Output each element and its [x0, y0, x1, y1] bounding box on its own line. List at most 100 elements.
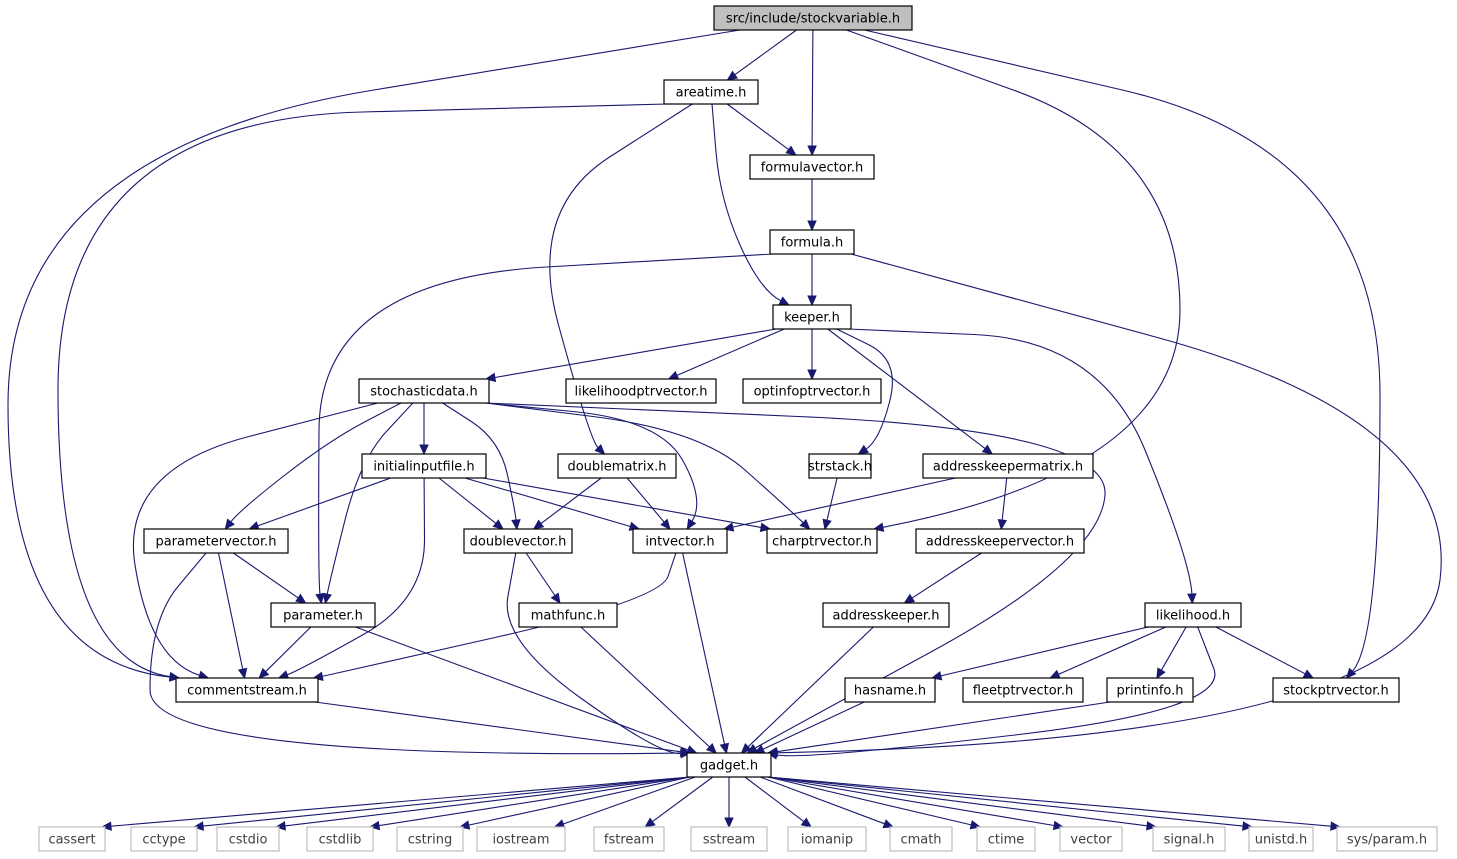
- node-gadget[interactable]: gadget.h: [686, 752, 772, 778]
- node-root: src/include/stockvariable.h: [713, 5, 913, 31]
- edge-gadget-to-cstdlib: [368, 776, 691, 831]
- node-optinfoptrvector[interactable]: optinfoptrvector.h: [742, 378, 882, 404]
- edge-parameter-to-commentstream: [258, 626, 312, 679]
- node-label-fstream: fstream: [604, 833, 654, 848]
- node-initialinputfile[interactable]: initialinputfile.h: [361, 453, 487, 479]
- edge-parametervector-to-gadget: [149, 552, 692, 758]
- node-label-formulavector: formulavector.h: [761, 161, 864, 176]
- node-mathfunc[interactable]: mathfunc.h: [518, 602, 618, 628]
- edge-likelihood-to-stockptrvector: [1215, 626, 1315, 679]
- node-box-strstack: [808, 453, 872, 479]
- node-box-mathfunc: [518, 602, 618, 628]
- edge-gadget-to-sstream: [724, 777, 734, 829]
- node-label-gadget: gadget.h: [700, 759, 758, 774]
- node-box-areatime: [663, 79, 759, 105]
- edge-commentstream-to-gadget: [314, 701, 692, 757]
- node-formulavector[interactable]: formulavector.h: [749, 154, 875, 180]
- edge-gadget-to-fstream: [644, 776, 714, 828]
- node-addresskeepervector[interactable]: addresskeepervector.h: [915, 528, 1085, 554]
- node-label-signal: signal.h: [1164, 833, 1215, 848]
- edge-gadget-to-sysparam: [767, 776, 1342, 831]
- node-label-charptrvector: charptrvector.h: [772, 535, 872, 550]
- node-label-addresskeeper: addresskeeper.h: [833, 609, 940, 624]
- edge-addresskeeper-to-gadget: [740, 626, 874, 754]
- node-stockptrvector[interactable]: stockptrvector.h: [1272, 677, 1400, 703]
- node-parametervector[interactable]: parametervector.h: [143, 528, 289, 554]
- node-fleetptrvector[interactable]: fleetptrvector.h: [962, 677, 1084, 703]
- edge-formula-to-keeper: [807, 254, 817, 307]
- node-box-fleetptrvector: [962, 677, 1084, 703]
- edge-gadget-to-iomanip: [744, 776, 813, 828]
- edge-stochasticdata-to-intvector: [485, 402, 698, 531]
- node-box-addresskeepermatrix: [922, 453, 1094, 479]
- node-label-formula: formula.h: [781, 236, 844, 251]
- edge-formula-to-parameter: [315, 253, 774, 605]
- node-areatime[interactable]: areatime.h: [663, 79, 759, 105]
- node-addresskeepermatrix[interactable]: addresskeepermatrix.h: [922, 453, 1094, 479]
- node-fstream: fstream: [593, 826, 665, 852]
- edge-stochasticdata-to-parametervector: [224, 402, 402, 530]
- node-label-cctype: cctype: [142, 833, 185, 848]
- node-box-unistd: [1248, 826, 1314, 852]
- node-likelihoodptrvector[interactable]: likelihoodptrvector.h: [565, 378, 717, 404]
- node-label-ctime: ctime: [988, 833, 1025, 848]
- edge-areatime-to-formulavector: [726, 103, 797, 156]
- node-doublevector[interactable]: doublevector.h: [463, 528, 573, 554]
- node-cstring: cstring: [396, 826, 464, 852]
- node-label-areatime: areatime.h: [676, 86, 747, 101]
- node-formula[interactable]: formula.h: [769, 229, 855, 255]
- edge-keeper-to-optinfoptrvector: [807, 329, 817, 381]
- edge-initialinputfile-to-intvector: [464, 477, 641, 531]
- node-strstack[interactable]: strstack.h: [808, 453, 872, 479]
- node-intvector[interactable]: intvector.h: [632, 528, 728, 554]
- node-box-doublevector: [463, 528, 573, 554]
- node-box-parametervector: [143, 528, 289, 554]
- node-label-cstdlib: cstdlib: [319, 833, 362, 848]
- edge-keeper-to-strstack: [836, 328, 893, 455]
- node-box-hasname: [844, 677, 936, 703]
- node-label-cstring: cstring: [408, 833, 452, 848]
- node-box-sstream: [690, 826, 768, 852]
- edge-root-to-formulavector: [807, 29, 817, 157]
- node-label-intvector: intvector.h: [645, 535, 714, 550]
- node-keeper[interactable]: keeper.h: [772, 304, 852, 330]
- node-label-sstream: sstream: [703, 833, 755, 848]
- edge-keeper-to-likelihoodptrvector: [667, 328, 785, 380]
- node-parameter[interactable]: parameter.h: [270, 602, 376, 628]
- node-hasname[interactable]: hasname.h: [844, 677, 936, 703]
- edge-stochasticdata-to-doublevector: [442, 402, 521, 531]
- node-charptrvector[interactable]: charptrvector.h: [766, 528, 878, 554]
- node-addresskeeper[interactable]: addresskeeper.h: [822, 602, 950, 628]
- edge-stochasticdata-to-parameter: [322, 402, 414, 605]
- edge-stochasticdata-to-initialinputfile: [419, 403, 429, 456]
- node-stochasticdata[interactable]: stochasticdata.h: [358, 378, 490, 404]
- node-cctype: cctype: [130, 826, 198, 852]
- node-iostream: iostream: [476, 826, 566, 852]
- node-box-charptrvector: [766, 528, 878, 554]
- node-likelihood[interactable]: likelihood.h: [1144, 602, 1242, 628]
- node-label-root: src/include/stockvariable.h: [726, 12, 900, 27]
- node-doublematrix[interactable]: doublematrix.h: [557, 453, 677, 479]
- node-box-commentstream: [175, 677, 319, 703]
- edge-areatime-to-doublematrix: [549, 103, 693, 455]
- node-commentstream[interactable]: commentstream.h: [175, 677, 319, 703]
- edge-likelihood-to-fleetptrvector: [1049, 626, 1167, 679]
- node-label-doublematrix: doublematrix.h: [567, 460, 666, 475]
- node-box-iomanip: [787, 826, 867, 852]
- node-cstdio: cstdio: [216, 826, 280, 852]
- node-box-root: [713, 5, 913, 31]
- edge-likelihood-to-hasname: [930, 626, 1149, 681]
- node-sstream: sstream: [690, 826, 768, 852]
- node-label-doublevector: doublevector.h: [470, 535, 567, 550]
- node-label-iostream: iostream: [492, 833, 549, 848]
- node-box-signal: [1152, 826, 1226, 852]
- node-ctime: ctime: [976, 826, 1036, 852]
- node-box-doublematrix: [557, 453, 677, 479]
- node-printinfo[interactable]: printinfo.h: [1106, 677, 1194, 703]
- edge-intvector-to-gadget: [682, 552, 730, 755]
- edge-stochasticdata-to-charptrvector: [485, 402, 811, 530]
- node-label-optinfoptrvector: optinfoptrvector.h: [754, 385, 871, 400]
- edge-initialinputfile-to-charptrvector: [482, 477, 772, 533]
- node-label-keeper: keeper.h: [784, 311, 840, 326]
- node-box-cstring: [396, 826, 464, 852]
